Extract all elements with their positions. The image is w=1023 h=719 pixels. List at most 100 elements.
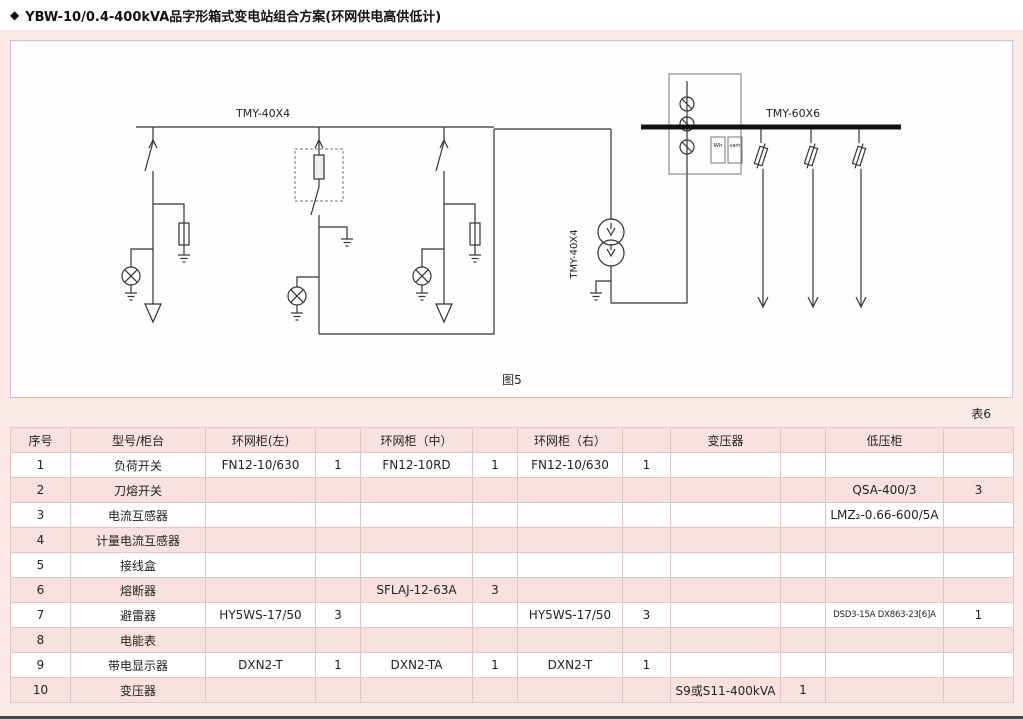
column-header: 型号/柜台 [70,427,206,453]
column-header: 环网柜(左) [205,427,316,453]
table-cell [472,627,518,653]
table-cell: 5 [10,552,71,578]
table-cell [205,552,316,578]
table-cell [315,552,361,578]
table-cell [943,627,1014,653]
table-caption: 表6 [971,407,991,421]
table-cell [315,677,361,703]
table-cell [670,527,781,553]
single-line-diagram-panel: TMY-40X4 [10,40,1013,398]
lv-feeder-1 [752,128,770,308]
spec-table-header-row: 序号型号/柜台环网柜(左)环网柜（中）环网柜（右）变压器低压柜 [10,427,1014,453]
ring-bay-middle [287,127,353,334]
table-cell [943,527,1014,553]
table-cell: 1 [780,677,826,703]
table-cell [205,677,316,703]
table-cell [360,602,473,628]
table-cell: 10 [10,677,71,703]
metering-cubicle: Wh varh [668,73,743,175]
table-cell: FN12-10RD [360,452,473,478]
table-cell [825,627,944,653]
table-cell: S9或S11-400kVA [670,677,781,703]
table-cell [205,502,316,528]
lv-feeder-2 [802,128,820,308]
table-cell [517,677,623,703]
table-cell [517,627,623,653]
table-cell [472,552,518,578]
table-cell: HY5WS-17/50 [205,602,316,628]
table-cell: 3 [10,502,71,528]
table-cell: 变压器 [70,677,206,703]
table-cell [943,652,1014,678]
table-cell [780,577,826,603]
transformer-symbol [590,129,688,304]
table-cell: 6 [10,577,71,603]
table-cell [943,677,1014,703]
table-cell: DXN2-TA [360,652,473,678]
table-cell: 7 [10,602,71,628]
table-cell [780,502,826,528]
table-cell [670,552,781,578]
ring-bay-right [412,126,482,323]
table-cell: DSD3-15A DX863-23[6]A [825,602,944,628]
table-cell: HY5WS-17/50 [517,602,623,628]
ring-bay-left [121,126,191,323]
table-cell: QSA-400/3 [825,477,944,503]
table-cell [780,652,826,678]
column-header [780,427,826,453]
table-cell [472,502,518,528]
page-title: YBW-10/0.4-400kVA品字形箱式变电站组合方案(环网供电高供低计) [25,9,442,25]
table-cell [622,552,671,578]
table-cell [315,477,361,503]
table-cell [205,627,316,653]
table-cell: FN12-10/630 [205,452,316,478]
table-cell [670,602,781,628]
table-cell [670,652,781,678]
table-cell: 1 [472,452,518,478]
table-cell [670,452,781,478]
table-cell [622,502,671,528]
table-cell [517,477,623,503]
table-cell [670,502,781,528]
table-cell [360,677,473,703]
table-cell [780,627,826,653]
table-cell [205,527,316,553]
table-cell [622,627,671,653]
table-cell: 带电显示器 [70,652,206,678]
table-cell [622,477,671,503]
table-cell [472,602,518,628]
table-cell: 1 [622,652,671,678]
table-cell: DXN2-T [205,652,316,678]
transformer-feed-cable [319,129,495,335]
column-header [943,427,1014,453]
table-cell: 3 [943,477,1014,503]
table-cell [670,477,781,503]
table-cell: 3 [622,602,671,628]
table-cell: 2 [10,477,71,503]
page-title-bar: ◆ YBW-10/0.4-400kVA品字形箱式变电站组合方案(环网供电高供低计… [0,0,1023,30]
table-cell [360,477,473,503]
table-cell [517,552,623,578]
column-header: 环网柜（中） [360,427,473,453]
table-cell [315,627,361,653]
table-cell [360,552,473,578]
table-cell: 1 [10,452,71,478]
lv-busbar-label: TMY-60X6 [765,107,820,120]
table-cell: 接线盒 [70,552,206,578]
table-cell: LMZ₂-0.66-600/5A [825,502,944,528]
table-cell [472,677,518,703]
table-cell [517,502,623,528]
table-cell: 4 [10,527,71,553]
table-cell [670,577,781,603]
table-cell [360,502,473,528]
hv-busbar-label: TMY-40X4 [235,107,290,120]
